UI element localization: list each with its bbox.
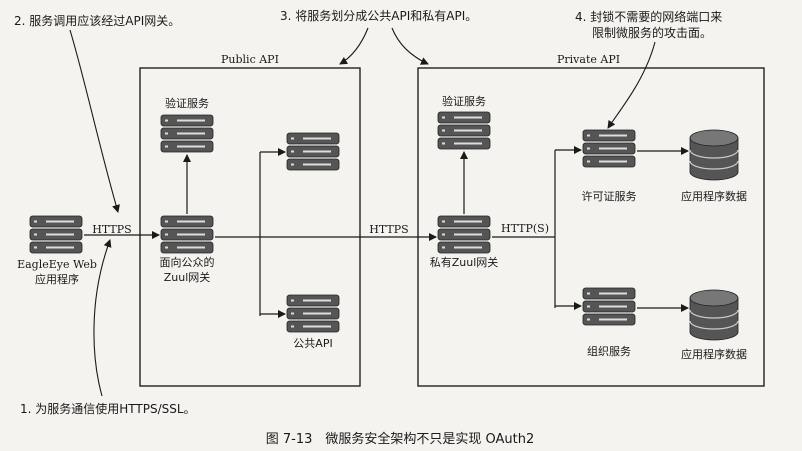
figure-caption: 图 7-13 微服务安全架构不只是实现 OAuth2 <box>266 431 535 447</box>
note3-leader-left <box>339 27 369 65</box>
note4-leader <box>607 41 656 129</box>
public-api-server-icon <box>286 294 340 333</box>
database-label-1: 应用程序数据 <box>681 189 747 203</box>
https-label-2: HTTPS <box>369 223 408 236</box>
public-gateway-server-icon <box>160 215 214 254</box>
database-icon <box>689 129 739 181</box>
note1-text: 1. 为服务通信使用HTTPS/SSL。 <box>20 401 196 416</box>
note1-leader <box>93 239 112 397</box>
https-label-1: HTTPS <box>92 223 131 236</box>
public-service-server-icon <box>286 132 340 171</box>
private-api-label: Private API <box>557 53 620 66</box>
private-gateway-label: 私有Zuul网关 <box>430 255 499 269</box>
license-service-label: 许可证服务 <box>582 190 637 203</box>
eagleeye-sublabel: 应用程序 <box>35 272 79 286</box>
public-api-label: Public API <box>221 53 279 66</box>
public-auth-server-icon <box>160 114 214 153</box>
database-icon <box>689 289 739 341</box>
note4-line2: 限制微服务的攻击面。 <box>592 25 712 40</box>
organization-service-label: 组织服务 <box>587 344 631 358</box>
public-api-node-label: 公共API <box>293 337 332 350</box>
private-gateway-server-icon <box>437 215 491 254</box>
public-gateway-label: 面向公众的 <box>160 255 215 269</box>
organization-server-icon <box>582 287 636 326</box>
note2-leader <box>69 29 120 213</box>
note2-text: 2. 服务调用应该经过API网关。 <box>14 13 180 28</box>
public-gateway-sublabel: Zuul网关 <box>164 270 211 284</box>
database-label-2: 应用程序数据 <box>681 347 747 361</box>
eagleeye-label: EagleEye Web <box>17 258 97 271</box>
license-server-icon <box>582 129 636 168</box>
eagleeye-server-icon <box>29 215 83 254</box>
note3-leader-right <box>391 27 429 65</box>
annotation-leaders <box>69 27 656 397</box>
connectors <box>84 146 689 318</box>
public-auth-label: 验证服务 <box>165 96 209 110</box>
private-auth-label: 验证服务 <box>442 94 486 108</box>
note3-text: 3. 将服务划分成公共API和私有API。 <box>280 8 477 23</box>
public-api-zone <box>139 67 361 387</box>
note4-line1: 4. 封锁不需要的网络端口来 <box>575 9 722 24</box>
private-api-zone <box>417 67 765 387</box>
https-label-3: HTTP(S) <box>501 222 549 235</box>
private-auth-server-icon <box>437 111 491 150</box>
